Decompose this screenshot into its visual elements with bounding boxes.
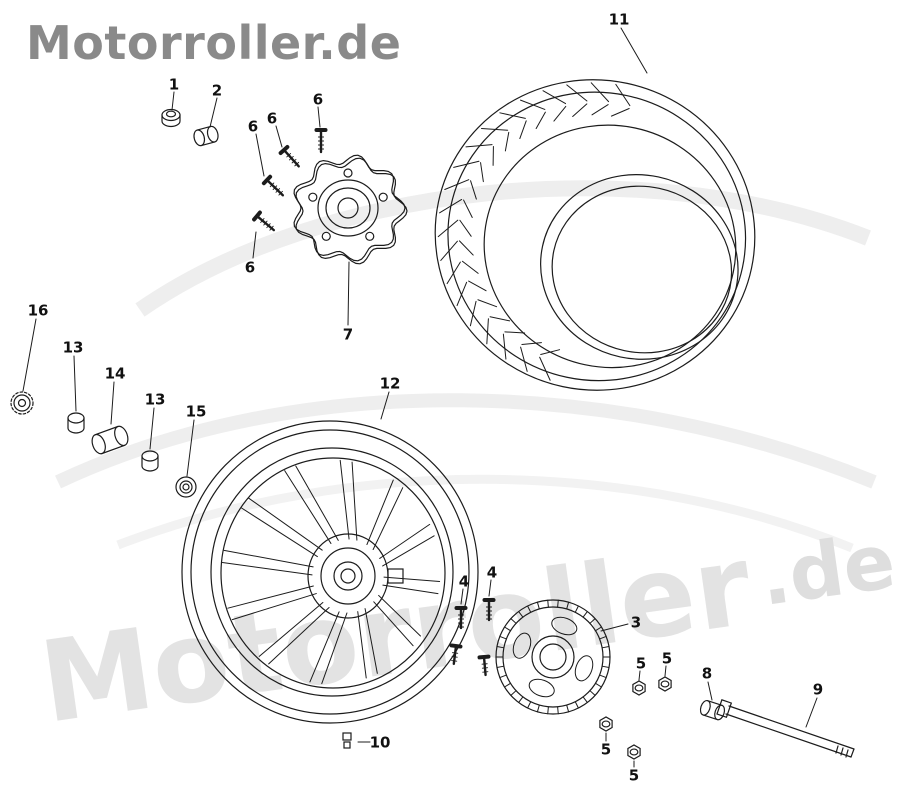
leader-line xyxy=(347,261,350,326)
part-13-cap-a xyxy=(67,412,85,434)
part-14-bushing xyxy=(91,425,129,455)
part-15-flange-nut xyxy=(175,476,197,498)
part-number-5: 5 xyxy=(636,655,646,673)
part-number-16: 16 xyxy=(28,302,49,320)
part-number-10: 10 xyxy=(370,734,391,752)
swoosh-middle xyxy=(55,393,877,489)
part-number-6: 6 xyxy=(267,110,277,128)
part-1-nut xyxy=(161,108,181,128)
part-number-12: 12 xyxy=(380,375,401,393)
part-8-spacer xyxy=(699,699,726,721)
part-16-washer xyxy=(10,391,34,415)
part-number-2: 2 xyxy=(212,82,222,100)
leader-line xyxy=(209,97,218,128)
part-number-14: 14 xyxy=(105,365,126,383)
part-9-axle xyxy=(716,699,855,758)
part-10 xyxy=(342,732,352,749)
leader-line xyxy=(22,318,37,392)
leader-line xyxy=(275,125,283,148)
swoosh-lower xyxy=(116,474,854,553)
watermark-de: .de xyxy=(755,516,900,623)
tire xyxy=(434,79,756,391)
leader-line xyxy=(252,231,257,259)
part-13-cap-b xyxy=(141,450,159,472)
leader-line xyxy=(186,419,195,477)
sprocket xyxy=(495,599,611,715)
part-number-9: 9 xyxy=(813,681,823,699)
part-number-13: 13 xyxy=(63,339,84,357)
part-number-5: 5 xyxy=(601,741,611,759)
part-number-1: 1 xyxy=(169,76,179,94)
part-2-bushing xyxy=(193,125,219,147)
part-number-15: 15 xyxy=(186,403,207,421)
part-number-6: 6 xyxy=(245,259,255,277)
rim-spokes xyxy=(221,459,441,685)
wheel-rim xyxy=(181,420,479,724)
leader-line xyxy=(110,381,115,425)
part-number-6: 6 xyxy=(313,91,323,109)
watermark-text: Motorroller xyxy=(33,521,758,749)
part-number-4: 4 xyxy=(487,564,497,582)
part-number-5: 5 xyxy=(629,767,639,785)
leader-line xyxy=(664,665,667,677)
site-logo: Motorroller.de xyxy=(26,16,402,70)
leader-line xyxy=(380,391,390,420)
watermark-layer: Motorroller .de xyxy=(33,180,900,749)
part-number-5: 5 xyxy=(662,650,672,668)
part-number-13: 13 xyxy=(145,391,166,409)
swoosh-top xyxy=(135,180,871,317)
leader-line xyxy=(638,670,641,681)
brake-hub-flange xyxy=(293,154,408,265)
leader-line xyxy=(149,407,155,450)
part-number-4: 4 xyxy=(459,573,469,591)
fastener-bolts-and-nuts xyxy=(252,128,672,760)
leader-line xyxy=(620,27,648,74)
part-number-11: 11 xyxy=(609,11,630,29)
leader-line xyxy=(805,697,818,728)
leader-line xyxy=(600,623,629,632)
leader-line xyxy=(171,91,175,111)
leader-line xyxy=(488,579,492,597)
part-number-3: 3 xyxy=(631,614,641,632)
leader-line xyxy=(317,106,321,128)
leader-line xyxy=(73,355,77,412)
part-number-6: 6 xyxy=(248,118,258,136)
sprocket-teeth xyxy=(495,599,611,715)
tire-tread xyxy=(437,82,631,381)
leader-line xyxy=(255,133,265,177)
part-number-8: 8 xyxy=(702,665,712,683)
leader-line xyxy=(707,681,713,701)
part-number-7: 7 xyxy=(343,326,353,344)
leader-line xyxy=(460,588,464,605)
